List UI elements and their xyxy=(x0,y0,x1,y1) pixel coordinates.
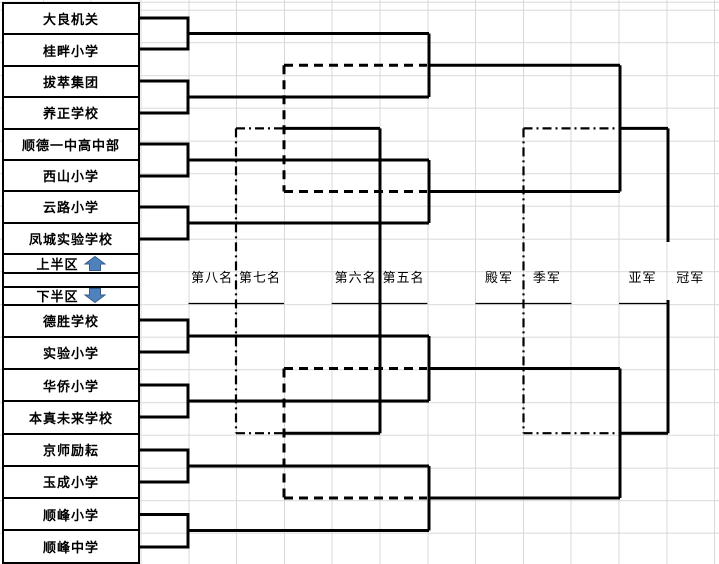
placement-label-3rd: 季军 xyxy=(532,271,561,286)
upper-section-row: 上半区 xyxy=(4,255,138,274)
lower-team-table: 德胜学校 实验小学 华侨小学 本真未来学校 京师励耘 玉成小学 顺峰小学 顺峰中… xyxy=(2,303,140,564)
placement-label-8th: 第八名 xyxy=(191,271,234,286)
up-arrow-icon xyxy=(83,255,106,271)
placement-label-6th: 第六名 xyxy=(334,271,377,286)
upper-section-label: 上半区 xyxy=(36,257,79,273)
team-cell: 德胜学校 xyxy=(4,305,138,338)
team-cell: 顺峰中学 xyxy=(4,531,138,562)
team-cell: 西山小学 xyxy=(4,160,138,193)
section-divider: 上半区 下半区 xyxy=(2,255,140,306)
team-cell: 桂畔小学 xyxy=(4,35,138,67)
placement-label-5th: 第五名 xyxy=(382,271,425,286)
team-cell: 拔萃集团 xyxy=(4,66,138,99)
team-cell: 华侨小学 xyxy=(4,370,138,403)
team-cell: 大良机关 xyxy=(4,4,138,36)
upper-team-table: 大良机关 桂畔小学 拔萃集团 养正学校 顺德一中高中部 西山小学 云路小学 凤城… xyxy=(2,2,140,255)
team-cell: 实验小学 xyxy=(4,337,138,370)
team-cell: 养正学校 xyxy=(4,98,138,130)
team-cell: 京师励耘 xyxy=(4,434,138,467)
placement-label-champion: 冠军 xyxy=(676,271,705,286)
team-cell: 顺德一中高中部 xyxy=(4,129,138,161)
team-cell: 顺峰小学 xyxy=(4,499,138,532)
placement-label-7th: 第七名 xyxy=(238,271,281,286)
placement-label-4th: 殿军 xyxy=(484,271,513,286)
lower-section-row: 下半区 xyxy=(4,288,138,306)
team-cell: 玉成小学 xyxy=(4,466,138,499)
team-cell: 云路小学 xyxy=(4,192,138,224)
down-arrow-icon xyxy=(83,288,106,304)
team-cell: 凤城实验学校 xyxy=(4,223,138,253)
placement-label-runner-up: 亚军 xyxy=(628,271,657,286)
divider-spacer-row xyxy=(4,274,138,288)
team-cell: 本真未来学校 xyxy=(4,402,138,435)
lower-section-label: 下半区 xyxy=(36,290,79,306)
